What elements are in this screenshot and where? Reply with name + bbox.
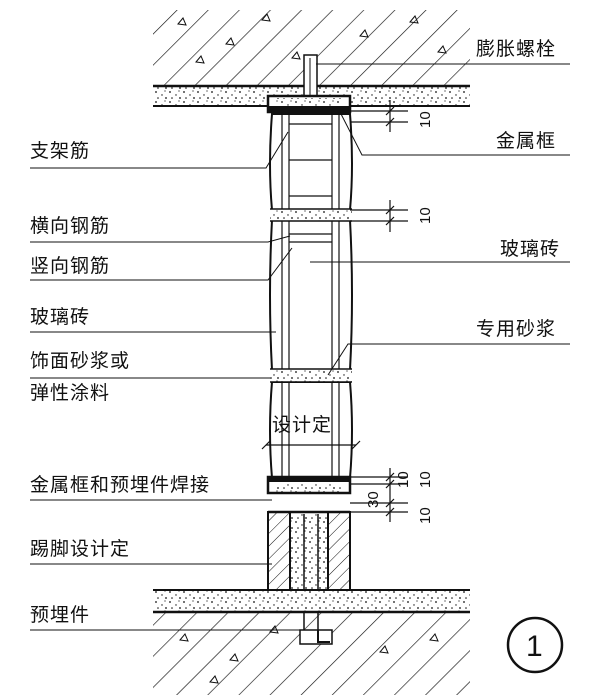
detail-number-marker: 1 xyxy=(506,616,564,674)
floor-slab xyxy=(153,589,470,695)
dim-bottom-gap-b: 10 xyxy=(417,471,434,488)
label-finish-line2: 弹性涂料 xyxy=(30,382,111,404)
label-vertical-rebar: 竖向钢筋 xyxy=(30,255,111,277)
top-metal-frame xyxy=(266,94,352,114)
dim-bottom-gap-a: 10 xyxy=(395,471,412,488)
dim-joint-gap: 10 xyxy=(417,207,434,224)
label-finish-line1: 饰面砂浆或 xyxy=(30,350,131,372)
label-glass-brick-left: 玻璃砖 xyxy=(30,306,91,328)
label-glass-brick-right: 玻璃砖 xyxy=(500,238,561,260)
label-support-bar: 支架筋 xyxy=(30,140,91,162)
label-expansion-bolt: 膨胀螺栓 xyxy=(476,38,557,60)
dim-top-gap: 10 xyxy=(417,111,434,128)
design-span-dimension xyxy=(261,440,361,450)
label-metal-frame: 金属框 xyxy=(496,130,557,152)
expansion-bolt xyxy=(303,54,318,100)
label-weld: 金属框和预埋件焊接 xyxy=(30,474,211,496)
leader-lines xyxy=(30,63,570,631)
label-special-mortar: 专用砂浆 xyxy=(476,318,557,340)
mortar-joints xyxy=(270,208,352,383)
dim-bottom-total: 30 xyxy=(365,491,382,508)
embedded-part xyxy=(299,629,333,645)
label-design-determined: 设计定 xyxy=(272,414,333,436)
dim-bottom-gap-c: 10 xyxy=(417,507,434,524)
rebar-lines xyxy=(281,112,340,480)
label-skirting: 踢脚设计定 xyxy=(30,538,131,560)
bottom-metal-frame xyxy=(266,475,352,495)
dimension-ticks xyxy=(350,100,408,522)
label-embedded-part: 预埋件 xyxy=(30,604,91,626)
detail-number: 1 xyxy=(526,630,543,663)
skirting-base xyxy=(267,510,351,640)
label-transverse-rebar: 横向钢筋 xyxy=(30,215,111,237)
